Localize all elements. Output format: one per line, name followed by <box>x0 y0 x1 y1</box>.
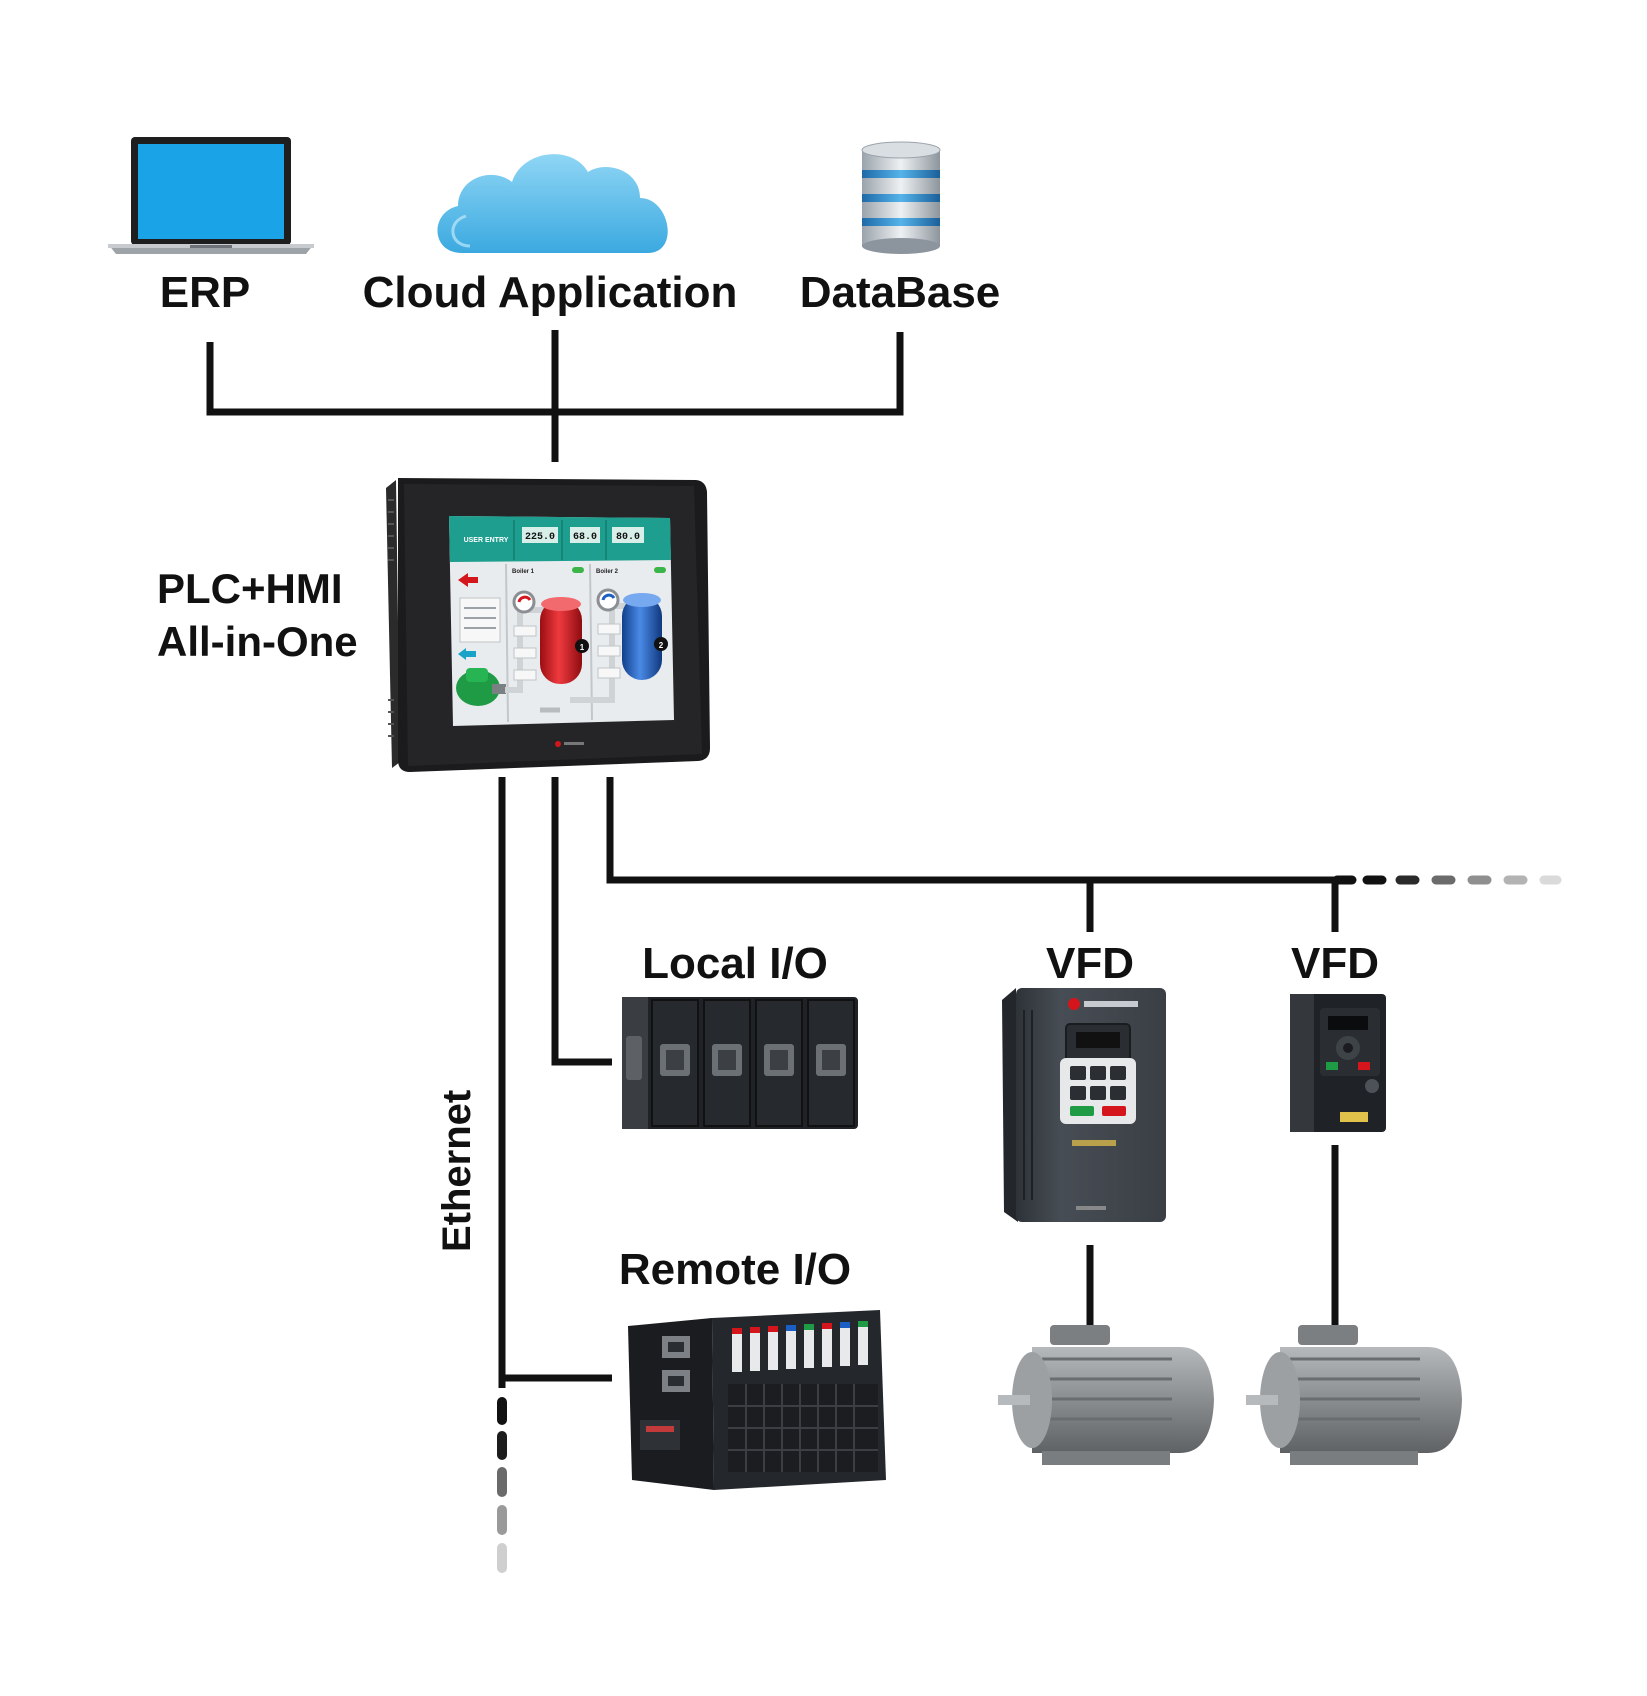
cloud-application-label: Cloud Application <box>363 268 738 317</box>
local-io-label: Local I/O <box>642 939 828 988</box>
laptop-icon <box>108 137 314 254</box>
plc-hmi-label-line1: PLC+HMI <box>157 565 343 612</box>
hmi-readout-1: 225.0 <box>525 532 555 543</box>
electric-motor-icon <box>998 1325 1214 1465</box>
vfd-2-label: VFD <box>1291 939 1379 988</box>
electric-motor-icon <box>1246 1325 1462 1465</box>
local-io-module <box>622 997 858 1129</box>
ethernet-label: Ethernet <box>435 1090 479 1252</box>
hmi-boiler-2-label: Boiler 2 <box>596 569 619 575</box>
vfd-bus <box>606 777 1335 884</box>
database-link <box>555 332 904 416</box>
blue-tank-icon: 2 <box>622 593 668 680</box>
local-io-slice <box>807 999 855 1127</box>
local-io-link <box>551 777 612 1066</box>
plc-hmi-label-line2: All-in-One <box>157 618 358 665</box>
hmi-boiler-1-label: Boiler 1 <box>512 569 535 575</box>
vfd-1-label: VFD <box>1046 939 1134 988</box>
hmi-readout-3: 80.0 <box>616 532 640 543</box>
vfd-device <box>1002 988 1166 1222</box>
hmi-tank-1-number: 1 <box>580 643 585 652</box>
erp-label: ERP <box>160 268 250 317</box>
vfd-device <box>1290 994 1386 1132</box>
database-label: DataBase <box>800 268 1001 317</box>
plc-hmi-device: USER ENTRY 225.0 68.0 80.0 Boiler 1 Boil… <box>386 478 710 772</box>
red-tank-icon: 1 <box>540 597 589 684</box>
vent-slots <box>388 499 394 737</box>
local-io-slice <box>755 999 803 1127</box>
hmi-tank-2-number: 2 <box>659 641 664 650</box>
local-io-slice <box>703 999 751 1127</box>
pump-icon <box>456 668 506 706</box>
connection-lines <box>206 330 1339 1388</box>
database-icon <box>861 141 941 254</box>
erp-link <box>206 342 555 416</box>
cloud-icon <box>437 154 668 253</box>
remote-io-slots <box>732 1321 868 1372</box>
local-io-slice <box>651 999 699 1127</box>
remote-io-module <box>628 1310 886 1490</box>
remote-io-label: Remote I/O <box>619 1245 851 1294</box>
hmi-header-tab: USER ENTRY <box>464 537 509 544</box>
hmi-readout-2: 68.0 <box>573 532 597 543</box>
